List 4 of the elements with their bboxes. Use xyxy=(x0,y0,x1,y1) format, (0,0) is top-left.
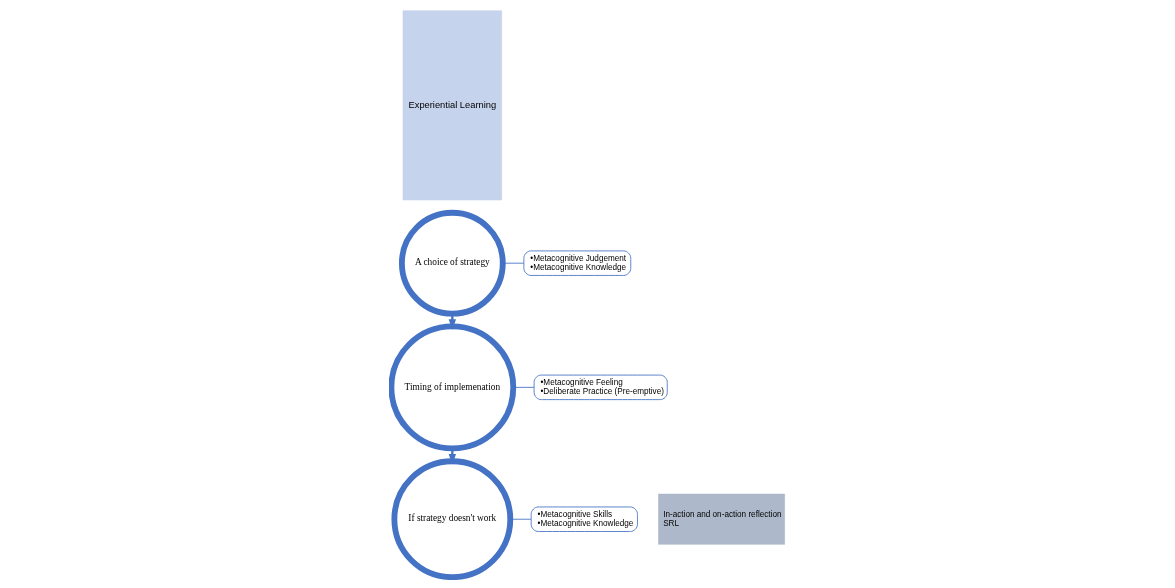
node-circle: Timing of implemenation xyxy=(388,323,516,452)
node-box: Experiential Learning xyxy=(402,10,502,201)
node-circle: A choice of strategy xyxy=(398,209,506,317)
node-circle: If strategy doesn't work xyxy=(390,458,513,580)
